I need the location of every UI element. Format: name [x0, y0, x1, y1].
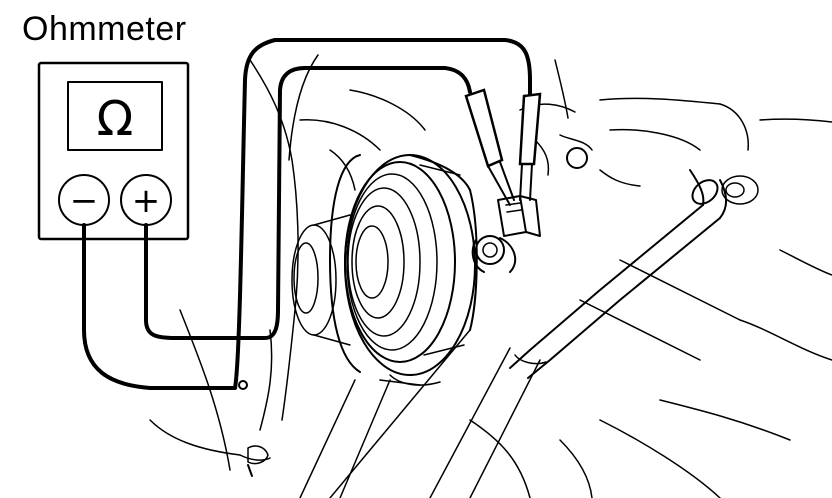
negative-lead-wire: [82, 38, 532, 390]
compressor-pulley: [329, 154, 478, 386]
ohm-symbol: Ω: [97, 91, 134, 147]
test-leads: [82, 38, 542, 390]
ohmmeter-label: Ohmmeter: [22, 10, 187, 48]
connector-area: [471, 59, 593, 273]
positive-terminal-symbol: +: [132, 181, 161, 221]
right-side-components: [469, 97, 832, 498]
negative-probe: [518, 92, 542, 201]
positive-probe: [464, 88, 515, 206]
negative-terminal-symbol: −: [70, 181, 99, 221]
positive-lead-wire: [144, 66, 472, 340]
ohmmeter-body: Ω − +: [37, 61, 190, 241]
engine-background: [149, 54, 541, 498]
